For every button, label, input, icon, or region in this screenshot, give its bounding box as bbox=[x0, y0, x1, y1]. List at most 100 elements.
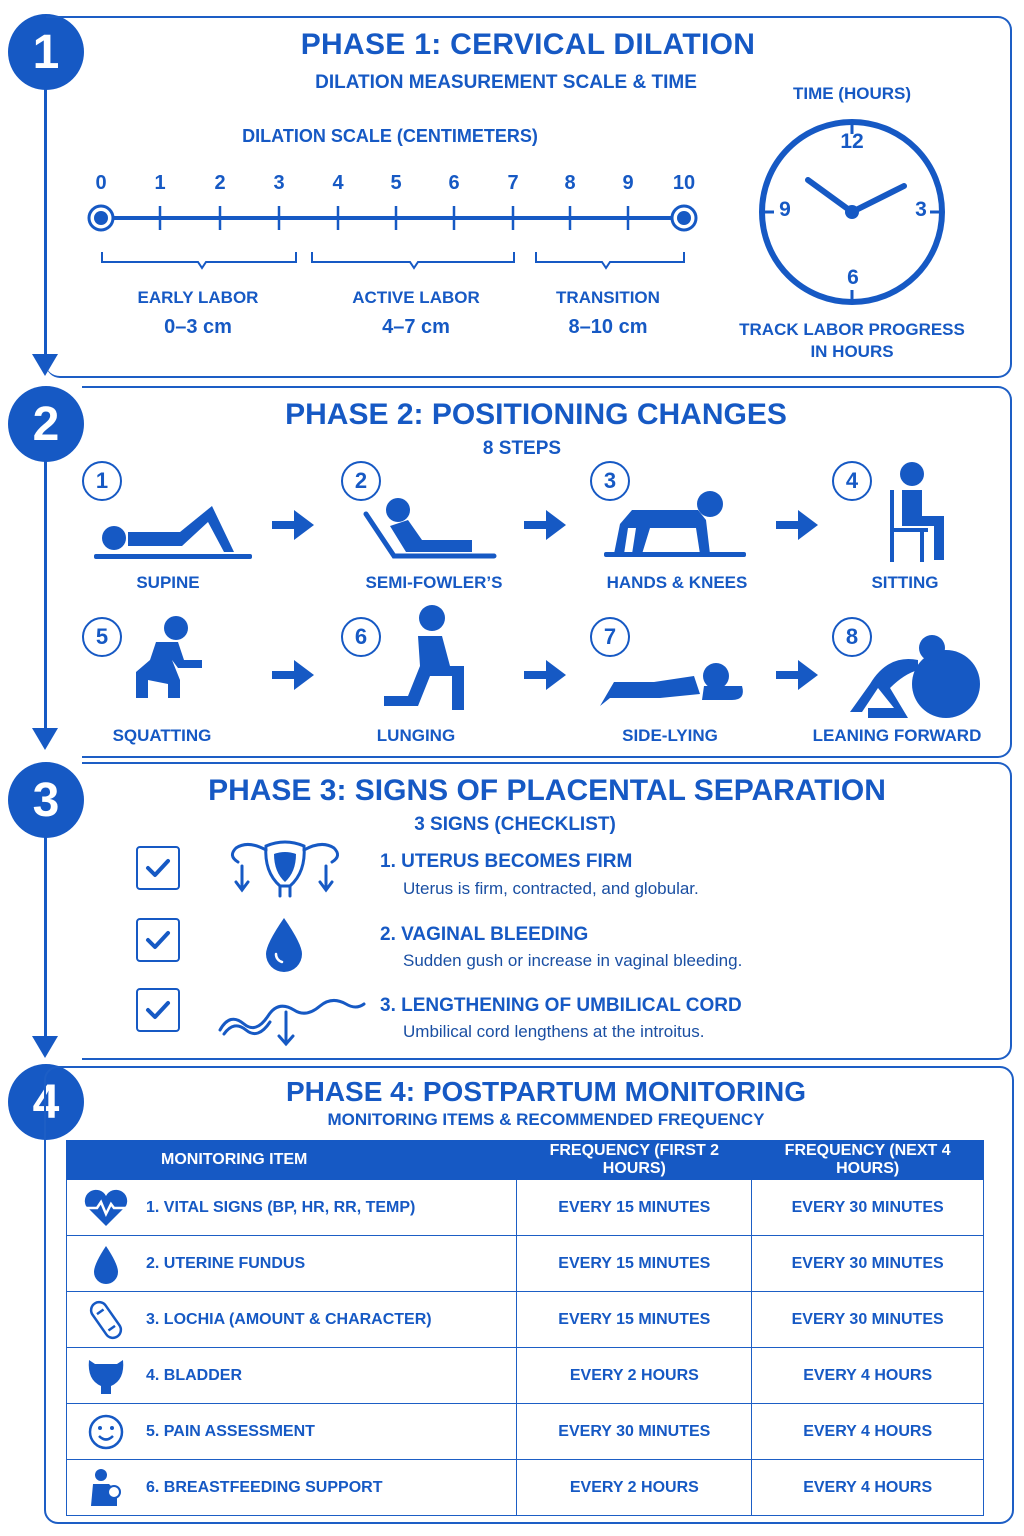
tick-label: 7 bbox=[507, 172, 519, 194]
step-name: SQUATTING bbox=[112, 726, 212, 745]
sign-title: 3. LENGTHENING OF UMBILICAL CORD bbox=[380, 995, 742, 1016]
stage-range: 4–7 cm bbox=[382, 316, 450, 338]
step-number: 8 bbox=[832, 617, 872, 657]
leaning-forward-icon bbox=[850, 635, 980, 718]
table-row: 2. UTERINE FUNDUS EVERY 15 MINUTES EVERY… bbox=[65, 1235, 984, 1292]
frequency-next-4h: EVERY 4 HOURS bbox=[751, 1347, 984, 1404]
checkbox-checked[interactable] bbox=[136, 918, 180, 962]
monitoring-item-cell: 3. LOCHIA (AMOUNT & CHARACTER) bbox=[65, 1291, 518, 1348]
table-row: 6. BREASTFEEDING SUPPORT EVERY 2 HOURS E… bbox=[65, 1459, 984, 1516]
tick-label: 1 bbox=[154, 172, 166, 194]
check-icon bbox=[146, 1001, 170, 1019]
breastfeeding-icon bbox=[91, 1468, 121, 1506]
checkbox-checked[interactable] bbox=[136, 846, 180, 890]
frequency-first-2h: EVERY 15 MINUTES bbox=[516, 1235, 753, 1292]
phase-2-panel: PHASE 2: POSITIONING CHANGES 8 STEPS bbox=[82, 386, 1012, 758]
pad-icon bbox=[89, 1300, 123, 1339]
monitoring-item: 5. PAIN ASSESSMENT bbox=[146, 1422, 315, 1440]
column-header: FREQUENCY (NEXT 4 HOURS) bbox=[751, 1140, 984, 1180]
step-name: SEMI-FOWLER’S bbox=[365, 573, 503, 592]
semi-fowlers-icon bbox=[363, 498, 497, 559]
supine-icon bbox=[94, 506, 252, 559]
table-row: 5. PAIN ASSESSMENT EVERY 30 MINUTES EVER… bbox=[65, 1403, 984, 1460]
phase-3-subtitle: 3 SIGNS (CHECKLIST) bbox=[414, 814, 616, 835]
monitoring-item-cell: 5. PAIN ASSESSMENT bbox=[65, 1403, 518, 1460]
phase-1-subtitle: DILATION MEASUREMENT SCALE & TIME bbox=[315, 72, 697, 93]
sign-title: 1. UTERUS BECOMES FIRM bbox=[380, 851, 633, 872]
frequency-next-4h: EVERY 4 HOURS bbox=[751, 1403, 984, 1460]
blood-drop-icon bbox=[266, 918, 302, 972]
arrow-right-icon bbox=[524, 660, 566, 690]
dilation-scale bbox=[87, 204, 698, 270]
arrow-right-icon bbox=[776, 510, 818, 540]
lunging-icon bbox=[384, 605, 464, 710]
tick-label: 4 bbox=[332, 172, 344, 194]
step-name: SITTING bbox=[871, 573, 939, 592]
stage-name: EARLY LABOR bbox=[137, 288, 259, 307]
flow-arrow-icon bbox=[32, 728, 58, 750]
monitoring-item-cell: 6. BREASTFEEDING SUPPORT bbox=[65, 1459, 518, 1516]
tick-label: 9 bbox=[622, 172, 634, 194]
check-icon bbox=[146, 931, 170, 949]
sitting-icon bbox=[890, 462, 944, 562]
monitoring-item: 3. LOCHIA (AMOUNT & CHARACTER) bbox=[146, 1310, 432, 1328]
side-lying-icon bbox=[600, 663, 743, 706]
bladder-icon bbox=[88, 1359, 124, 1394]
frequency-next-4h: EVERY 30 MINUTES bbox=[751, 1291, 984, 1348]
step-number: 5 bbox=[82, 617, 122, 657]
table-row: 4. BLADDER EVERY 2 HOURS EVERY 4 HOURS bbox=[65, 1347, 984, 1404]
table-header-row: MONITORING ITEM FREQUENCY (FIRST 2 HOURS… bbox=[65, 1140, 984, 1180]
step-name: HANDS & KNEES bbox=[606, 573, 748, 592]
step-number: 1 bbox=[82, 461, 122, 501]
arrow-right-icon bbox=[272, 660, 314, 690]
flow-line bbox=[44, 836, 47, 1040]
step-number: 2 bbox=[341, 461, 381, 501]
monitoring-item: 4. BLADDER bbox=[146, 1366, 243, 1384]
phase-4-panel: PHASE 4: POSTPARTUM MONITORING MONITORIN… bbox=[44, 1066, 1014, 1524]
stage-name: ACTIVE LABOR bbox=[352, 288, 480, 307]
clock-numeral-3: 3 bbox=[915, 198, 927, 221]
phase-3-number: 3 bbox=[8, 762, 84, 838]
tick-label: 10 bbox=[672, 172, 696, 194]
clock-label: TIME (HOURS) bbox=[792, 84, 912, 103]
arrow-right-icon bbox=[272, 510, 314, 540]
phase-3-title: PHASE 3: SIGNS OF PLACENTAL SEPARATION bbox=[208, 774, 886, 807]
heart-pulse-icon bbox=[84, 1189, 128, 1226]
frequency-next-4h: EVERY 30 MINUTES bbox=[751, 1235, 984, 1292]
table-row: 3. LOCHIA (AMOUNT & CHARACTER) EVERY 15 … bbox=[65, 1291, 984, 1348]
frequency-next-4h: EVERY 4 HOURS bbox=[751, 1459, 984, 1516]
clock-numeral-12: 12 bbox=[840, 130, 864, 153]
checkbox-checked[interactable] bbox=[136, 988, 180, 1032]
sign-description: Uterus is firm, contracted, and globular… bbox=[403, 879, 699, 898]
check-icon bbox=[146, 859, 170, 877]
phase-3-panel: PHASE 3: SIGNS OF PLACENTAL SEPARATION 3… bbox=[82, 762, 1012, 1060]
frequency-first-2h: EVERY 15 MINUTES bbox=[516, 1291, 753, 1348]
tick-label: 2 bbox=[214, 172, 226, 194]
tick-label: 5 bbox=[390, 172, 402, 194]
monitoring-item-cell: 1. VITAL SIGNS (BP, HR, RR, TEMP) bbox=[65, 1179, 518, 1236]
clock-icon: 12 3 6 9 bbox=[756, 116, 948, 308]
hands-and-knees-icon bbox=[604, 491, 746, 557]
phase-1-title: PHASE 1: CERVICAL DILATION bbox=[300, 28, 756, 61]
sign-title: 2. VAGINAL BLEEDING bbox=[380, 924, 589, 945]
clock-caption: IN HOURS bbox=[810, 342, 894, 361]
monitoring-item-cell: 4. BLADDER bbox=[65, 1347, 518, 1404]
arrow-right-icon bbox=[524, 510, 566, 540]
phase-2-subtitle: 8 STEPS bbox=[482, 438, 562, 459]
step-name: SIDE-LYING bbox=[622, 726, 718, 745]
stage-range: 8–10 cm bbox=[568, 316, 648, 338]
sign-description: Sudden gush or increase in vaginal bleed… bbox=[403, 951, 743, 970]
frequency-first-2h: EVERY 30 MINUTES bbox=[516, 1403, 753, 1460]
monitoring-item: 1. VITAL SIGNS (BP, HR, RR, TEMP) bbox=[146, 1198, 416, 1216]
step-name: LUNGING bbox=[376, 726, 456, 745]
uterus-icon bbox=[231, 840, 339, 898]
tick-label: 8 bbox=[564, 172, 576, 194]
column-header: FREQUENCY (FIRST 2 HOURS) bbox=[516, 1140, 753, 1180]
frequency-next-4h: EVERY 30 MINUTES bbox=[751, 1179, 984, 1236]
step-number: 4 bbox=[832, 461, 872, 501]
step-number: 3 bbox=[590, 461, 630, 501]
frequency-first-2h: EVERY 2 HOURS bbox=[516, 1459, 753, 1516]
stage-range: 0–3 cm bbox=[164, 316, 232, 338]
smiley-icon bbox=[88, 1414, 124, 1449]
phase-2-title: PHASE 2: POSITIONING CHANGES bbox=[285, 398, 787, 431]
